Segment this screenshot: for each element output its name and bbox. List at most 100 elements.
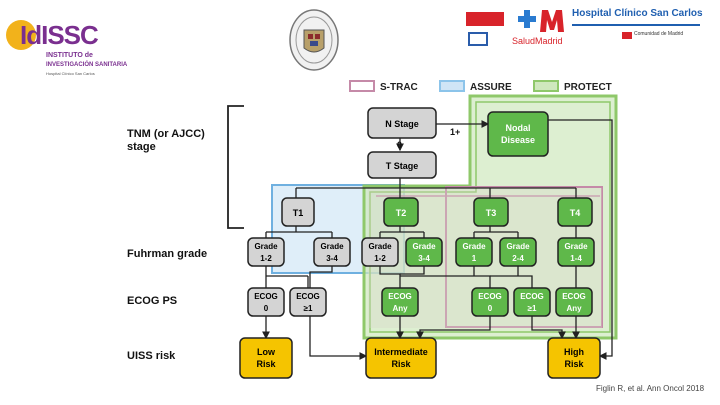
edge-label-one-plus: 1+ bbox=[450, 127, 460, 137]
salud-madrid-logo: SaludMadrid bbox=[510, 6, 570, 48]
node-label: ECOG bbox=[520, 292, 544, 301]
node-label: N Stage bbox=[385, 119, 419, 129]
node-label: High bbox=[564, 347, 584, 357]
node-grade-t3-a bbox=[455, 237, 493, 267]
community-flag-icon bbox=[622, 32, 632, 39]
node-label: Grade bbox=[462, 242, 486, 251]
node-label: ≥1 bbox=[528, 304, 537, 313]
node-grade-t2-b bbox=[405, 237, 443, 267]
node-label: T1 bbox=[293, 208, 304, 218]
node-label: 1-2 bbox=[374, 254, 386, 263]
strac-region bbox=[445, 186, 603, 328]
node-label: Grade bbox=[506, 242, 530, 251]
edge-ecog5-high bbox=[531, 316, 566, 340]
row-label-ecog: ECOG PS bbox=[127, 295, 177, 307]
edge-t-branch bbox=[295, 178, 577, 198]
cross-icon bbox=[518, 10, 536, 28]
node-label: 3-4 bbox=[326, 254, 338, 263]
node-label: Any bbox=[392, 304, 408, 313]
logo-mark: IdISSC bbox=[20, 20, 99, 50]
node-label: 0 bbox=[264, 304, 269, 313]
node-ecog-3 bbox=[381, 287, 419, 317]
row-label-tnm-2: stage bbox=[127, 141, 156, 153]
legend-protect: PROTECT bbox=[564, 82, 612, 93]
node-t2 bbox=[383, 197, 419, 227]
node-label: ECOG bbox=[254, 292, 278, 301]
row-label-tnm-1: TNM (or AJCC) bbox=[127, 128, 205, 140]
node-ecog-2 bbox=[289, 287, 327, 317]
node-t4 bbox=[557, 197, 593, 227]
logo-line2: INVESTIGACIÓN SANITARIA bbox=[46, 62, 128, 68]
node-ecog-6 bbox=[555, 287, 593, 317]
node-label: 1-4 bbox=[570, 254, 582, 263]
node-ecog-1 bbox=[247, 287, 285, 317]
node-label: Low bbox=[257, 347, 276, 357]
node-ecog-4 bbox=[471, 287, 509, 317]
logo-line1: INSTITUTO de bbox=[46, 52, 93, 59]
node-t3 bbox=[473, 197, 509, 227]
sun-icon bbox=[6, 20, 36, 50]
row-label-uiss: UISS risk bbox=[127, 350, 176, 362]
node-label: ECOG bbox=[478, 292, 502, 301]
legend-assure-swatch bbox=[439, 80, 465, 92]
hospital-banner: Hospital Clínico San Carlos Comunidad de… bbox=[572, 6, 703, 48]
node-label: 1-2 bbox=[260, 254, 272, 263]
node-label: Grade bbox=[368, 242, 392, 251]
citation: Figlin R, et al. Ann Oncol 2018 bbox=[596, 384, 705, 393]
node-label: Risk bbox=[391, 359, 411, 369]
node-label: Disease bbox=[501, 135, 535, 145]
node-label: Grade bbox=[564, 242, 588, 251]
hospital-name: Hospital Clínico San Carlos bbox=[572, 8, 703, 19]
node-label: T2 bbox=[396, 208, 407, 218]
node-n-stage bbox=[367, 107, 437, 139]
m-icon bbox=[540, 10, 564, 32]
node-label: Grade bbox=[254, 242, 278, 251]
node-label: 1 bbox=[472, 254, 477, 263]
node-label: Any bbox=[566, 304, 582, 313]
idissc-logo: IdISSC INSTITUTO de INVESTIGACIÓN SANITA… bbox=[6, 12, 136, 78]
node-label: ECOG bbox=[388, 292, 412, 301]
node-label: 3-4 bbox=[418, 254, 430, 263]
protect-region-inner bbox=[369, 101, 611, 333]
node-label: T Stage bbox=[386, 161, 419, 171]
node-label: ECOG bbox=[562, 292, 586, 301]
node-label: 2-4 bbox=[512, 254, 524, 263]
node-label: 0 bbox=[488, 304, 493, 313]
node-grade-t2-a bbox=[361, 237, 399, 267]
node-grade-t1-b bbox=[313, 237, 351, 267]
salud-text: SaludMadrid bbox=[512, 36, 563, 46]
node-label: ≥1 bbox=[304, 304, 313, 313]
node-grade-t3-b bbox=[499, 237, 537, 267]
legend-strac-swatch bbox=[349, 80, 375, 92]
node-label: Intermediate bbox=[374, 347, 428, 357]
node-ecog-5 bbox=[513, 287, 551, 317]
node-low-risk bbox=[239, 337, 293, 379]
comunidad-logo bbox=[462, 8, 508, 48]
node-label: Risk bbox=[564, 359, 584, 369]
node-t1 bbox=[281, 197, 315, 227]
edge-nodal-high bbox=[548, 119, 613, 360]
em-icon bbox=[468, 32, 488, 46]
flag-icon bbox=[466, 12, 504, 26]
edge-g6-ecog bbox=[490, 266, 533, 288]
edge-g3-ecog bbox=[379, 266, 401, 288]
edge-ecog2-int bbox=[309, 316, 368, 360]
node-grade-t1-a bbox=[247, 237, 285, 267]
node-t-stage bbox=[367, 151, 437, 179]
legend-strac: S-TRAC bbox=[380, 82, 418, 93]
node-label: Grade bbox=[412, 242, 436, 251]
edge-g4-ecog bbox=[400, 266, 425, 275]
node-label: ECOG bbox=[296, 292, 320, 301]
node-grade-t4 bbox=[557, 237, 595, 267]
logo-line3: Hospital Clínico San Carlos bbox=[46, 71, 95, 76]
community-text: Comunidad de Madrid bbox=[634, 31, 684, 37]
university-seal-icon bbox=[288, 8, 340, 72]
node-high-risk bbox=[547, 337, 601, 379]
node-label: Grade bbox=[320, 242, 344, 251]
legend-assure: ASSURE bbox=[470, 82, 512, 93]
edge-label-zero: 0 bbox=[397, 140, 402, 150]
node-nodal-disease bbox=[487, 111, 549, 157]
legend-protect-swatch bbox=[533, 80, 559, 92]
edge-g2-ecog bbox=[309, 266, 333, 288]
